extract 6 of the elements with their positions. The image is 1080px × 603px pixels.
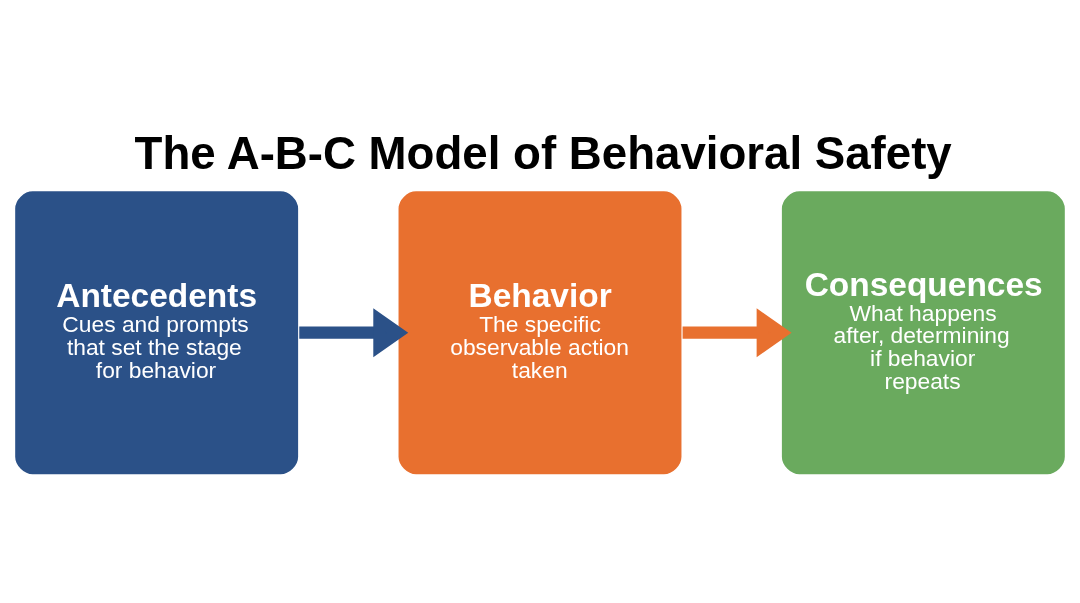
diagram-title: The A-B-C Model of Behavioral Safety bbox=[134, 128, 952, 180]
node-box: Antecedents Cues and prompts that set the stage for behavior bbox=[13, 189, 300, 476]
arrow bbox=[299, 308, 409, 358]
node-box: Consequences What happens after, determining if behavior repeats bbox=[780, 189, 1067, 476]
node-box: Behavior The specific observable action taken bbox=[397, 189, 683, 476]
arrow bbox=[682, 308, 792, 358]
